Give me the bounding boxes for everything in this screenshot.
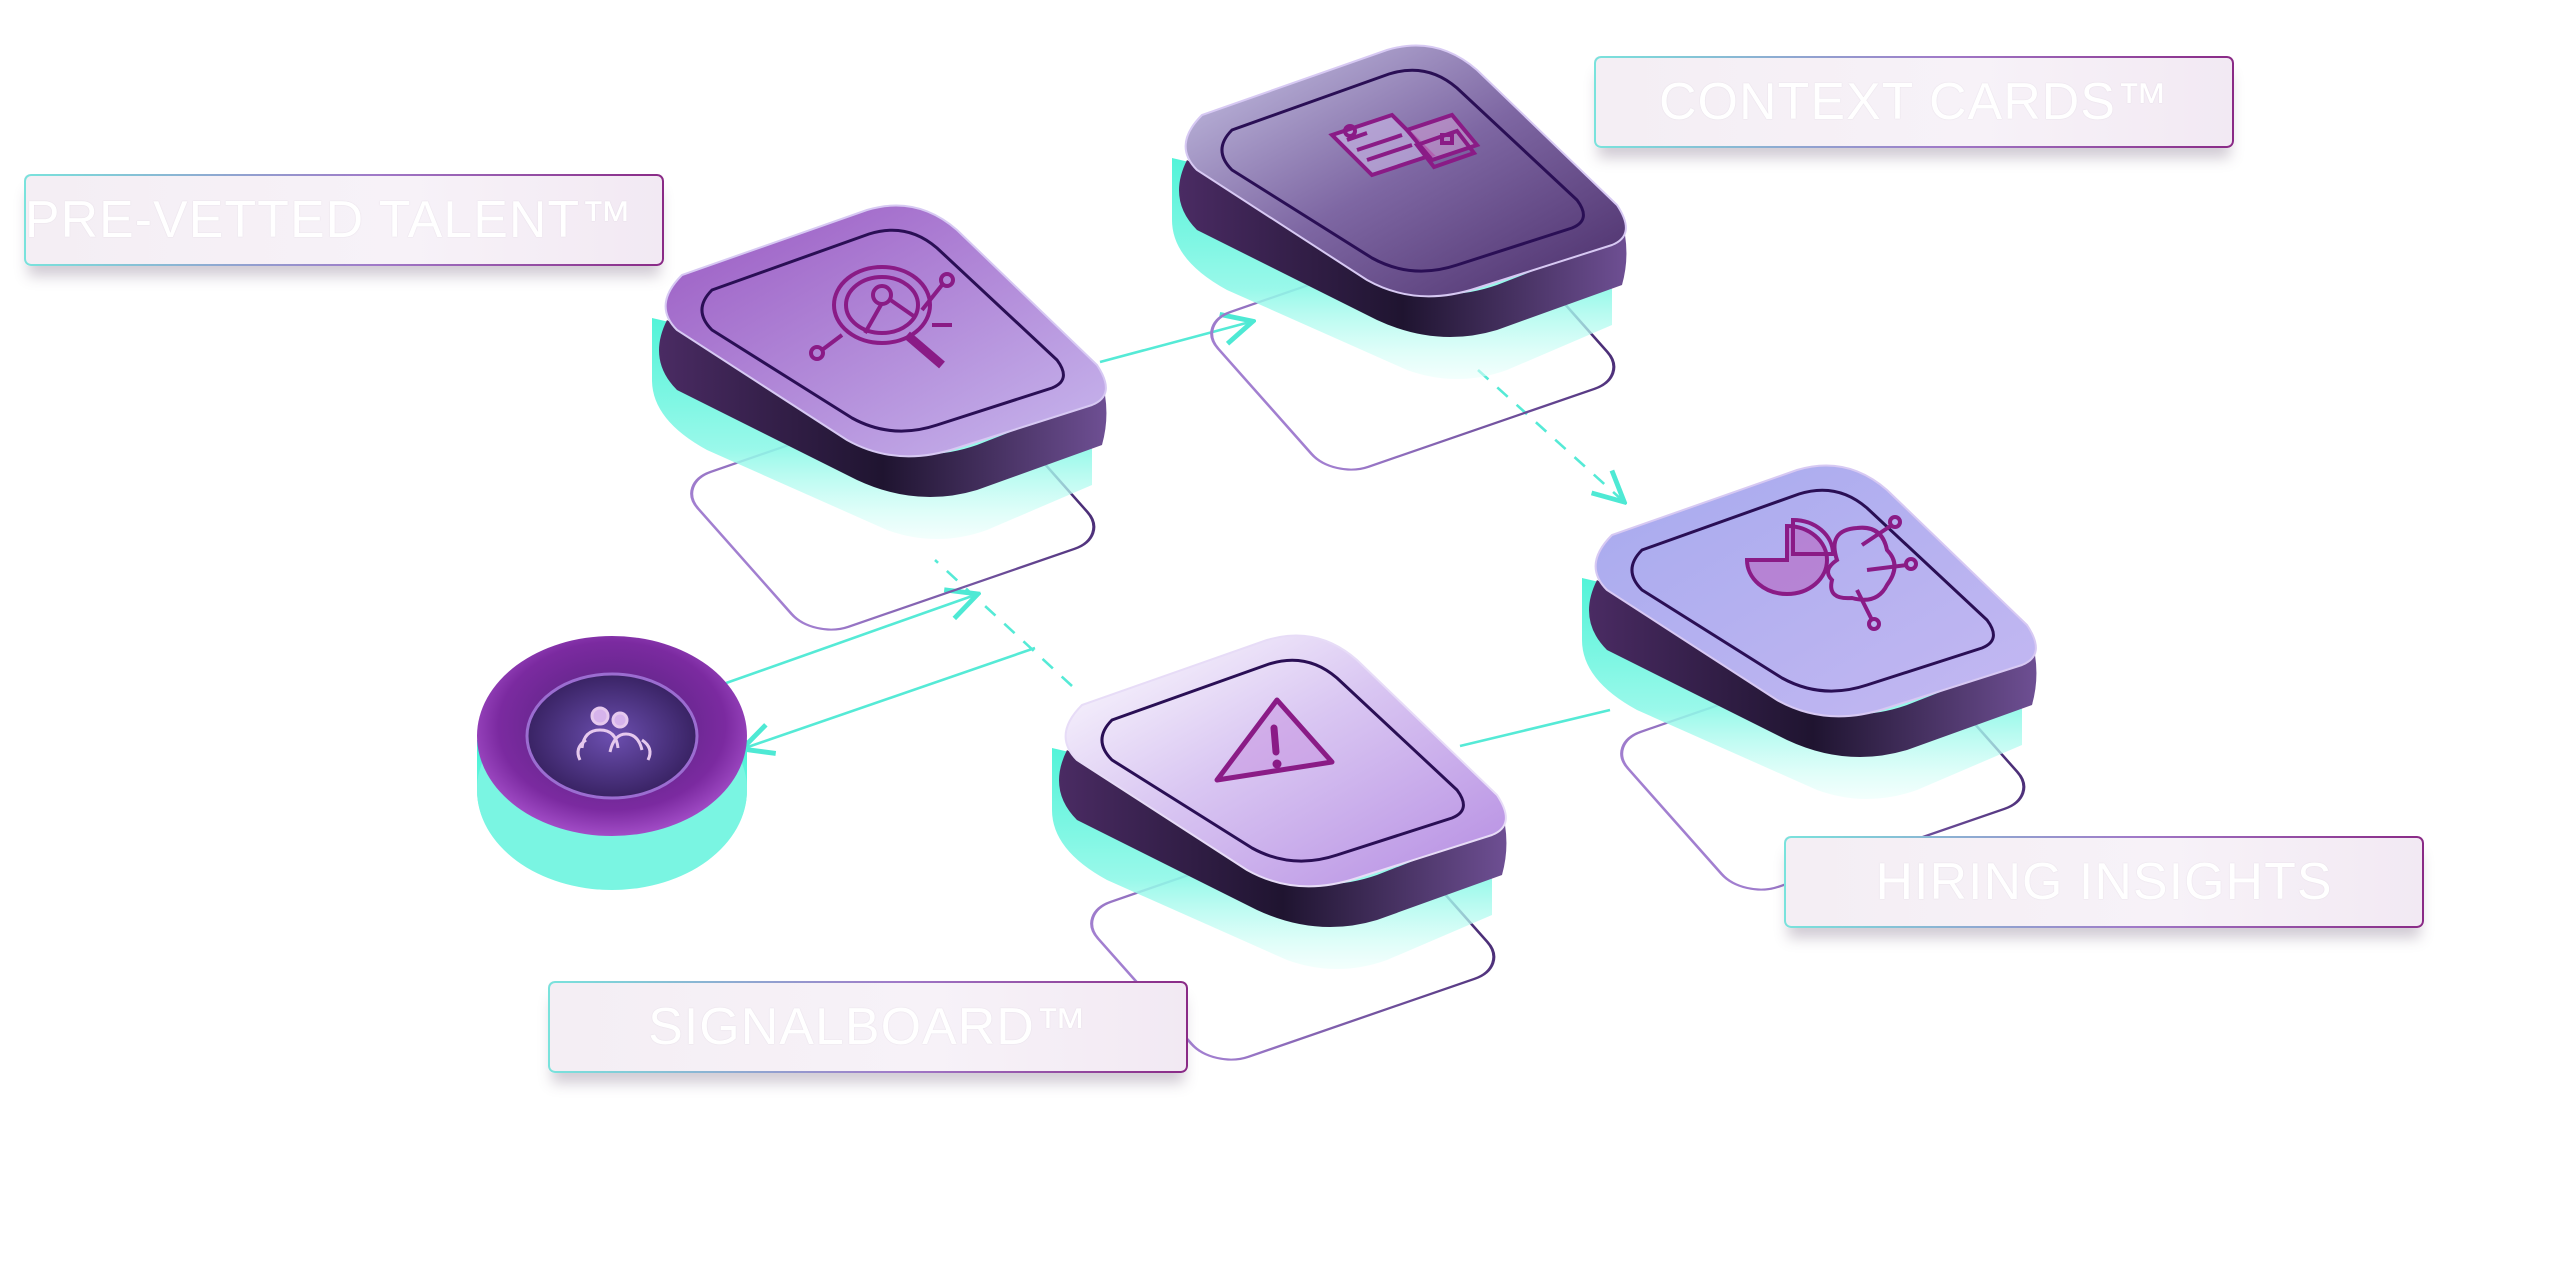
node-hiring-insights[interactable] [1582,464,2039,899]
label-context-cards: CONTEXT CARDS™ [1594,56,2234,148]
connector-hub-to-talent [711,595,975,690]
label-pre-vetted-talent-text: PRE-VETTED TALENT™ [24,191,634,249]
connector-signal-to-talent [934,559,1073,687]
node-inner-frame [1630,488,1995,693]
connector-signal-to-hub [745,646,1036,748]
users-icon [576,706,652,761]
document-cards-icon [1328,112,1481,178]
node-side [1589,580,2037,758]
label-signalboard-text: SIGNALBOARD™ [648,998,1088,1056]
node-users-hub[interactable] [477,636,747,890]
node-inner-frame [1100,658,1465,863]
node-context-cards[interactable] [1172,44,1629,479]
node-pre-vetted-talent[interactable] [652,204,1109,639]
connector-context-to-insights [1477,369,1622,500]
node-side [659,320,1107,498]
label-context-cards-text: CONTEXT CARDS™ [1659,73,2169,131]
label-hiring-insights-text: HIRING INSIGHTS [1875,853,2333,911]
connectors [711,322,1622,748]
connector-insights-to-signal [1459,708,1611,748]
pie-chart-brain-icon [1744,515,1918,631]
magnifier-graph-icon [809,265,955,369]
label-signalboard: SIGNALBOARD™ [548,981,1188,1073]
label-pre-vetted-talent: PRE-VETTED TALENT™ [24,174,664,266]
warning-triangle-icon [1214,697,1335,783]
node-side [1059,750,1507,928]
label-hiring-insights: HIRING INSIGHTS [1784,836,2424,928]
node-inner-frame [700,228,1065,433]
node-side [1179,160,1627,338]
connector-talent-to-context [1099,322,1250,364]
node-inner-frame [1220,68,1585,273]
